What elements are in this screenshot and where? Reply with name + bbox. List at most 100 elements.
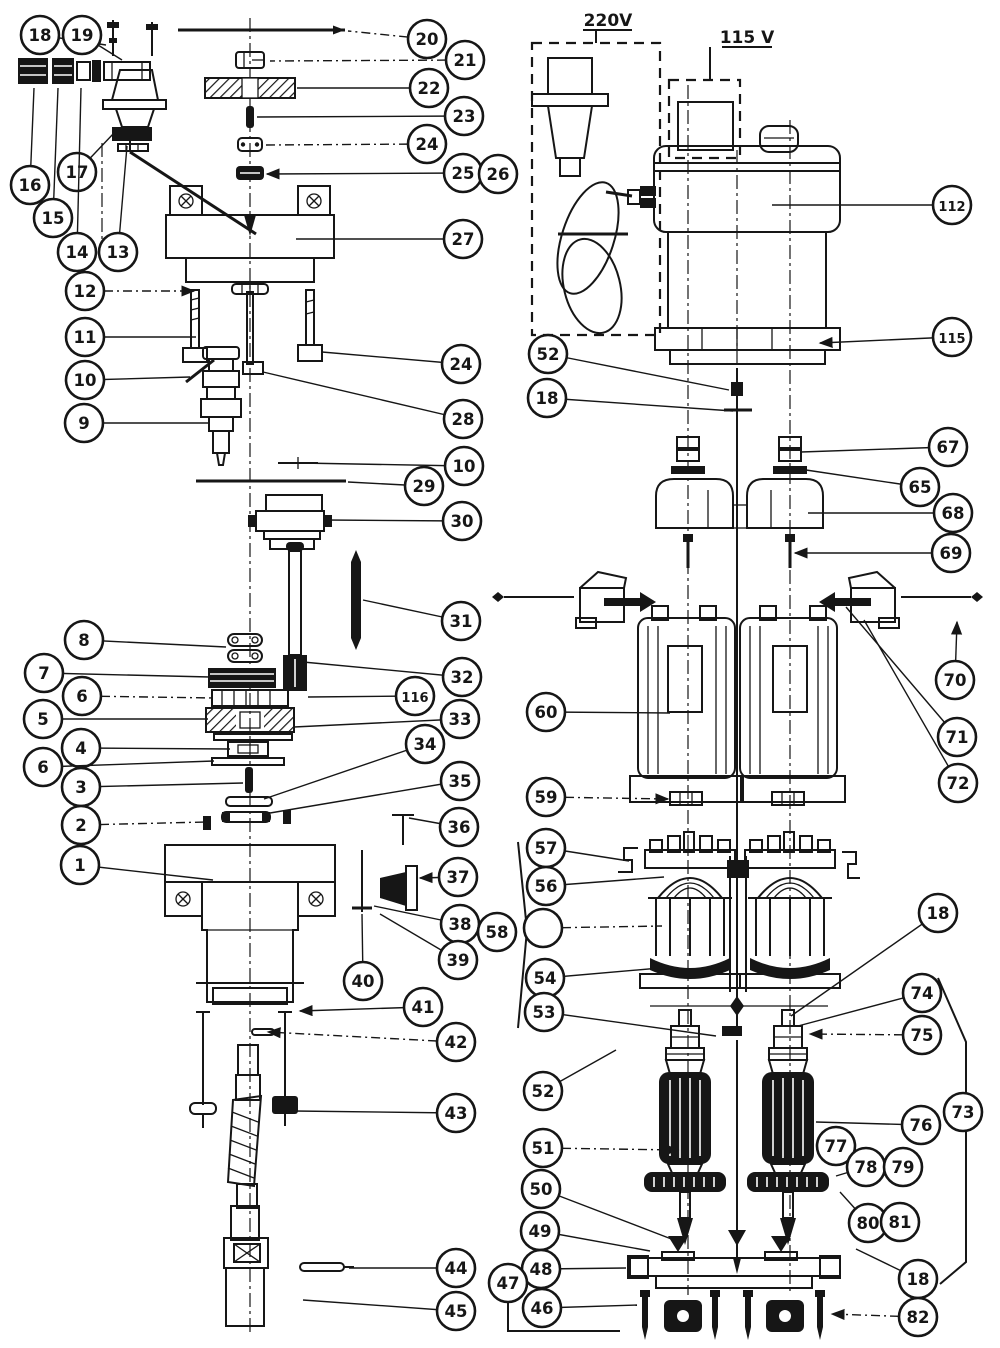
svg-text:59: 59 [535, 788, 558, 807]
svg-text:38: 38 [449, 915, 472, 934]
callout-6: 6 [61, 675, 215, 717]
callout-19: 19 [61, 14, 123, 61]
svg-text:29: 29 [413, 477, 436, 496]
svg-text:81: 81 [889, 1213, 912, 1232]
svg-text:56: 56 [535, 877, 558, 896]
svg-text:24: 24 [450, 355, 473, 374]
svg-text:32: 32 [451, 668, 474, 687]
callout-14: 14 [56, 87, 98, 273]
svg-text:6: 6 [76, 687, 87, 706]
svg-text:53: 53 [533, 1003, 556, 1022]
inlet-arrows [492, 570, 983, 629]
callout-52: 52 [527, 333, 730, 391]
callout-2: 2 [60, 804, 207, 846]
callout-1: 1 [59, 844, 214, 886]
svg-text:73: 73 [952, 1103, 975, 1122]
svg-text:74: 74 [911, 984, 934, 1003]
callout-65: 65 [805, 466, 941, 508]
callout-45: 45 [302, 1290, 477, 1332]
callout-16: 16 [9, 87, 51, 206]
svg-text:15: 15 [42, 209, 65, 228]
callout-18: 18 [526, 377, 734, 419]
callout-73: 73 [942, 1091, 984, 1133]
voltage-label-115v: 115 V [720, 28, 775, 48]
svg-text:26: 26 [487, 165, 510, 184]
svg-text:14: 14 [66, 243, 89, 262]
callout-68: 68 [808, 492, 974, 534]
callout-47: 47 [487, 1262, 529, 1304]
svg-text:67: 67 [937, 438, 960, 457]
svg-text:22: 22 [418, 79, 441, 98]
callout-6: 6 [22, 746, 215, 788]
callout-29: 29 [347, 465, 445, 507]
svg-text:35: 35 [449, 772, 472, 791]
callout-116: 116 [307, 675, 436, 717]
spindle [200, 346, 242, 466]
callout-56: 56 [525, 865, 665, 907]
svg-text:25: 25 [452, 164, 475, 183]
svg-text:19: 19 [71, 26, 94, 45]
callout-82: 82 [830, 1296, 939, 1338]
svg-text:9: 9 [78, 414, 89, 433]
top-shaft-parts [178, 25, 345, 180]
callout-32: 32 [302, 656, 483, 698]
svg-text:80: 80 [857, 1214, 880, 1233]
svg-text:52: 52 [532, 1082, 555, 1101]
svg-text:18: 18 [907, 1270, 930, 1289]
svg-text:36: 36 [448, 818, 471, 837]
svg-text:13: 13 [107, 243, 130, 262]
callout-42: 42 [266, 1021, 477, 1063]
svg-text:21: 21 [454, 51, 477, 70]
svg-text:10: 10 [453, 457, 476, 476]
callout-54: 54 [524, 957, 661, 999]
svg-text:27: 27 [452, 230, 475, 249]
callout-35: 35 [269, 760, 481, 814]
svg-text:12: 12 [74, 282, 97, 301]
field-housings [629, 605, 846, 806]
bolt-set [182, 289, 323, 384]
svg-text:11: 11 [74, 328, 97, 347]
callout-70: 70 [934, 620, 976, 701]
callout-79: 79 [882, 1146, 924, 1188]
callout-39: 39 [379, 913, 479, 981]
callout-18: 18 [19, 14, 107, 56]
callout-67: 67 [800, 426, 969, 468]
callout-15: 15 [32, 87, 74, 239]
callout-112: 112 [772, 184, 973, 226]
callout-36: 36 [408, 806, 480, 848]
callout-69: 69 [793, 532, 972, 574]
callout-22: 22 [297, 67, 450, 109]
svg-text:20: 20 [416, 30, 439, 49]
svg-text:10: 10 [74, 371, 97, 390]
callout-46: 46 [521, 1287, 638, 1329]
callout-59: 59 [525, 776, 670, 818]
svg-text:115: 115 [938, 332, 965, 347]
callout-52: 52 [522, 1049, 617, 1112]
callout-4: 4 [60, 727, 231, 769]
callout-57: 57 [525, 827, 630, 869]
callout-48: 48 [520, 1248, 627, 1290]
upper-bracket [165, 185, 335, 295]
svg-text:43: 43 [445, 1104, 468, 1123]
callout-38: 38 [373, 903, 481, 945]
hardware-row [655, 436, 824, 568]
callout-76: 76 [815, 1104, 942, 1146]
callout-21: 21 [269, 39, 486, 81]
svg-text:2: 2 [75, 816, 86, 835]
callout-24: 24 [264, 123, 448, 165]
callout-9: 9 [63, 402, 208, 444]
svg-text:68: 68 [942, 504, 965, 523]
callout-18: 18 [790, 892, 959, 1017]
svg-text:52: 52 [537, 345, 560, 364]
svg-text:77: 77 [825, 1137, 848, 1156]
callout-18: 18 [855, 1248, 939, 1300]
svg-text:40: 40 [352, 972, 375, 991]
svg-text:57: 57 [535, 839, 558, 858]
motor-unit-115v [627, 46, 841, 365]
callout-78: 78 [835, 1146, 887, 1188]
stator-assemblies [618, 831, 860, 992]
lower-screws [189, 1011, 298, 1128]
